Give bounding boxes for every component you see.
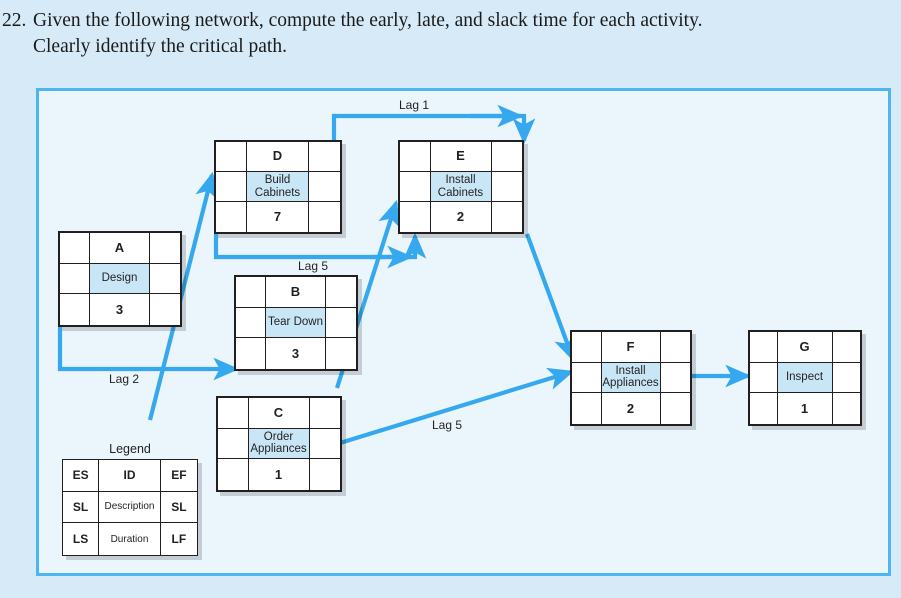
legend-cell-duration: Duration xyxy=(99,523,161,555)
activity-node-A[interactable]: A Design 3 xyxy=(58,231,182,327)
node-A-es xyxy=(60,233,90,264)
node-F-id: F xyxy=(601,332,661,363)
node-D-lf xyxy=(309,202,340,232)
node-C-es xyxy=(218,398,249,429)
activity-node-G[interactable]: G Inspect 1 xyxy=(748,330,862,426)
node-A-ef xyxy=(150,233,180,264)
node-G-es xyxy=(750,332,778,363)
node-C-id: C xyxy=(248,398,310,429)
node-F-ls xyxy=(572,393,602,424)
node-E-id: E xyxy=(430,142,492,172)
node-A-id: A xyxy=(90,233,150,264)
node-G-duration: 1 xyxy=(778,393,833,424)
node-F-duration: 2 xyxy=(602,393,661,424)
node-F-sl-left xyxy=(572,362,602,394)
node-G-sl-left xyxy=(750,362,778,394)
node-D-es xyxy=(216,142,247,172)
node-D-sl-right xyxy=(309,172,340,202)
question-line-2: Clearly identify the critical path. xyxy=(33,36,287,58)
node-A-sl-right xyxy=(150,264,180,295)
node-F-ef xyxy=(660,332,690,363)
question-text: 22. Given the following network, compute… xyxy=(0,8,901,61)
node-G-lf xyxy=(833,393,861,424)
question-line-1: Given the following network, compute the… xyxy=(33,10,703,31)
legend-cell-sl-left: SL xyxy=(63,491,100,524)
node-B-ls xyxy=(236,338,266,369)
node-B-duration: 3 xyxy=(266,338,326,369)
node-C-ef xyxy=(309,398,340,429)
node-B-description: Tear Down xyxy=(266,307,326,339)
node-C-description: Order Appliances xyxy=(248,428,310,460)
activity-node-D[interactable]: D Build Cabinets 7 xyxy=(214,140,342,234)
node-E-ef xyxy=(491,142,522,172)
node-A-sl-left xyxy=(60,263,90,295)
legend-box: ES ID EF SL Description SL LS Duration L… xyxy=(62,459,198,556)
node-E-duration: 2 xyxy=(431,202,492,232)
legend-cell-lf: LF xyxy=(171,532,187,547)
activity-node-B[interactable]: B Tear Down 3 xyxy=(234,275,358,371)
node-F-es xyxy=(572,332,602,363)
node-C-sl-left xyxy=(218,428,249,460)
node-E-sl-right xyxy=(491,172,522,202)
node-B-lf xyxy=(326,338,356,369)
node-G-ls xyxy=(750,393,778,424)
lag-label-d-to-e-bottom: Lag 5 xyxy=(298,259,329,273)
node-G-description: Inspect xyxy=(777,362,833,394)
node-E-ls xyxy=(400,202,431,232)
legend-cell-id: ID xyxy=(99,460,161,492)
node-B-sl-right xyxy=(326,308,356,339)
node-F-sl-right xyxy=(660,363,690,394)
activity-node-C[interactable]: C Order Appliances 1 xyxy=(216,396,342,492)
node-G-ef xyxy=(832,332,860,363)
node-A-duration: 3 xyxy=(90,294,150,325)
legend-cell-ef: EF xyxy=(160,460,197,492)
lag-label-c-to-f: Lag 5 xyxy=(432,418,463,432)
lag-label-a-to-b: Lag 2 xyxy=(109,372,140,386)
question-number: 22. xyxy=(2,10,27,31)
node-E-sl-left xyxy=(400,172,431,202)
node-G-id: G xyxy=(777,332,833,363)
legend-cell-sl-right: SL xyxy=(160,492,197,524)
legend-cell-description: Description xyxy=(99,491,161,524)
legend-cell-es: ES xyxy=(63,460,100,492)
node-D-id: D xyxy=(247,142,309,172)
node-C-ls xyxy=(218,459,249,490)
node-D-duration: 7 xyxy=(247,202,309,232)
node-F-description: Install Appliances xyxy=(601,362,661,394)
node-C-sl-right xyxy=(309,429,340,460)
node-C-duration: 1 xyxy=(249,459,310,490)
node-A-lf xyxy=(150,294,180,325)
node-E-lf xyxy=(492,202,523,232)
legend-title: Legend xyxy=(109,442,151,456)
legend-cell-ls: LS xyxy=(63,523,100,555)
node-B-sl-left xyxy=(236,307,266,339)
legend: Legend ES ID EF SL Description SL LS Dur… xyxy=(62,442,198,556)
lag-label-d-to-e-top: Lag 1 xyxy=(399,98,430,112)
node-D-description: Build Cabinets xyxy=(247,172,309,202)
activity-node-E[interactable]: E Install Cabinets 2 xyxy=(398,140,524,234)
node-B-id: B xyxy=(266,277,326,308)
node-D-ef xyxy=(309,142,340,172)
node-B-es xyxy=(236,277,266,308)
node-D-sl-left xyxy=(216,172,247,202)
activity-node-F[interactable]: F Install Appliances 2 xyxy=(570,330,692,426)
node-C-lf xyxy=(310,459,341,490)
node-G-sl-right xyxy=(832,363,860,394)
node-B-ef xyxy=(326,277,356,308)
node-E-es xyxy=(400,142,431,172)
node-A-description: Design xyxy=(90,263,150,295)
node-A-ls xyxy=(60,294,90,325)
node-E-description: Install Cabinets xyxy=(430,172,492,202)
node-F-lf xyxy=(661,393,691,424)
node-D-ls xyxy=(216,202,247,232)
